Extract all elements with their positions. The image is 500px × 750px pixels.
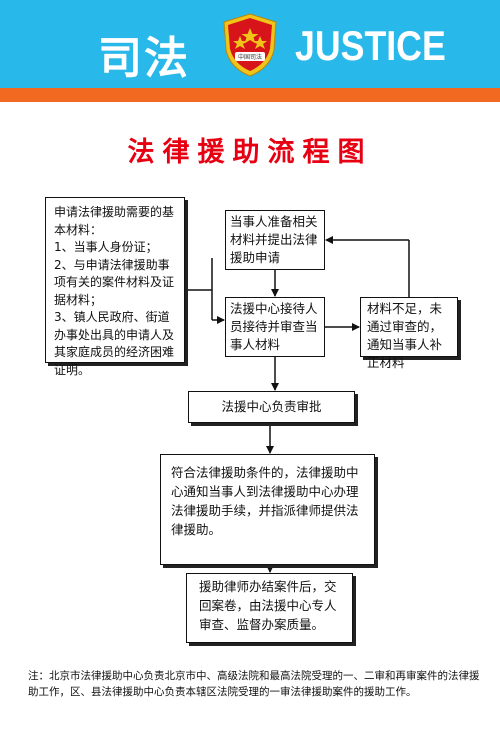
footnote: 注：北京市法律援助中心负责北京市中、高级法院和最高法院受理的一、二审和再审案件的…	[28, 670, 480, 698]
receive-text: 法援中心接待人员接待并审查当事人材料	[230, 301, 318, 352]
brand-cn: 司法	[98, 33, 190, 84]
handle-text: 援助律师办结案件后，交回案卷，由法援中心专人审查、监督办案质量。	[199, 579, 337, 632]
insufficient-text: 材料不足，未通过审查的，通知当事人补正材料	[367, 301, 443, 370]
prepare-box: 当事人准备相关材料并提出法律援助申请	[225, 210, 325, 270]
approve-text: 法援中心负责审批	[221, 399, 322, 414]
header-stripe	[0, 88, 500, 102]
handle-box: 援助律师办结案件后，交回案卷，由法援中心专人审查、监督办案质量。	[186, 573, 353, 643]
approve-box: 法援中心负责审批	[188, 391, 355, 423]
page-title: 法律援助流程图	[127, 137, 373, 168]
receive-box: 法援中心接待人员接待并审查当事人材料	[225, 297, 325, 357]
justice-emblem-icon: 中国司法	[223, 13, 277, 77]
insufficient-box: 材料不足，未通过审查的，通知当事人补正材料	[360, 297, 458, 370]
brand-en: JUSTICE	[295, 22, 446, 69]
emblem-text: 中国司法	[238, 53, 262, 61]
notify-box: 符合法律援助条件的，法律援助中心通知当事人到法律援助中心办理法律援助手续，并指派…	[160, 454, 375, 565]
prepare-text: 当事人准备相关材料并提出法律援助申请	[230, 214, 318, 265]
materials-text: 申请法律援助需要的基本材料： 1、当事人身份证； 2、与申请法律援助事项有关的案…	[54, 205, 175, 377]
materials-box: 申请法律援助需要的基本材料： 1、当事人身份证； 2、与申请法律援助事项有关的案…	[45, 197, 185, 377]
notify-text: 符合法律援助条件的，法律援助中心通知当事人到法律援助中心办理法律援助手续，并指派…	[171, 465, 359, 537]
